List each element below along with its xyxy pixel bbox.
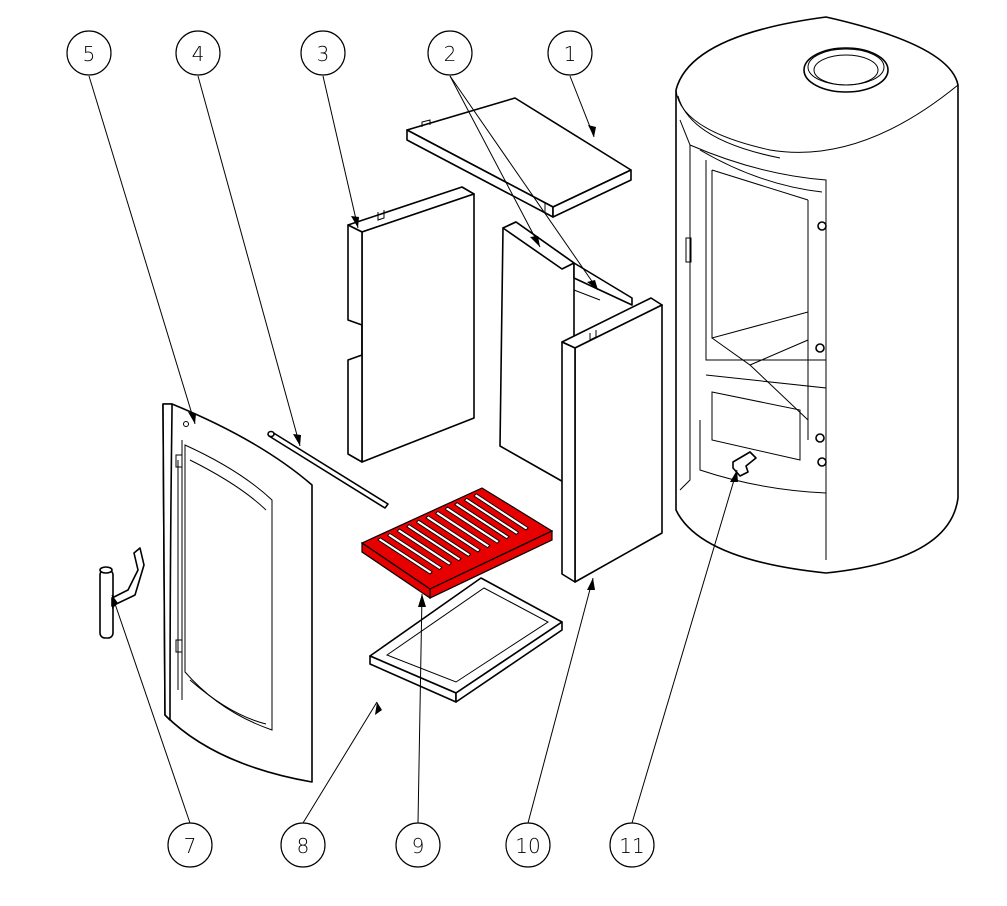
grate-slot [444, 506, 501, 544]
grate-slot [463, 497, 520, 535]
grate-slot [406, 524, 462, 562]
grate-slot [377, 537, 433, 575]
callout-4: 4 [175, 30, 221, 76]
callout-10-label: 10 [515, 834, 540, 858]
part-1-baffle [406, 97, 632, 218]
part-3-side-brick [347, 186, 475, 463]
grate-slot [434, 510, 491, 549]
part-10-side-brick [561, 297, 663, 583]
callout-2-label: 2 [444, 42, 457, 66]
grate-slot [386, 532, 443, 571]
grate-slot [415, 519, 472, 557]
part-2-rear-brick [499, 221, 633, 489]
part-7-handle [99, 547, 145, 639]
callout-7: 7 [167, 822, 213, 868]
grate-slot [454, 502, 510, 540]
leader-lines [88, 75, 738, 824]
stove-body [675, 16, 959, 574]
callout-11-label: 11 [619, 834, 644, 858]
callout-3: 3 [300, 30, 346, 76]
callout-10: 10 [505, 822, 551, 868]
callout-1: 1 [547, 30, 593, 76]
callout-1-label: 1 [564, 42, 577, 66]
callout-2: 2 [427, 30, 473, 76]
part-8-ash-pan [369, 577, 563, 703]
callout-9: 9 [395, 822, 441, 868]
callout-5: 5 [66, 30, 112, 76]
part-5-door [162, 403, 313, 783]
arrowheads [112, 125, 738, 715]
callout-11: 11 [609, 822, 655, 868]
callout-8-label: 8 [297, 834, 310, 858]
grate-slot [396, 528, 453, 566]
callout-4-label: 4 [192, 42, 205, 66]
callout-3-label: 3 [317, 42, 330, 66]
grate-slot [425, 515, 481, 553]
callout-9-label: 9 [412, 834, 425, 858]
callout-5-label: 5 [83, 42, 96, 66]
callout-8: 8 [280, 822, 326, 868]
part-4-rod [267, 430, 389, 509]
grate-slot [473, 493, 529, 531]
part-9-grate [360, 487, 554, 600]
callout-7-label: 7 [184, 834, 197, 858]
